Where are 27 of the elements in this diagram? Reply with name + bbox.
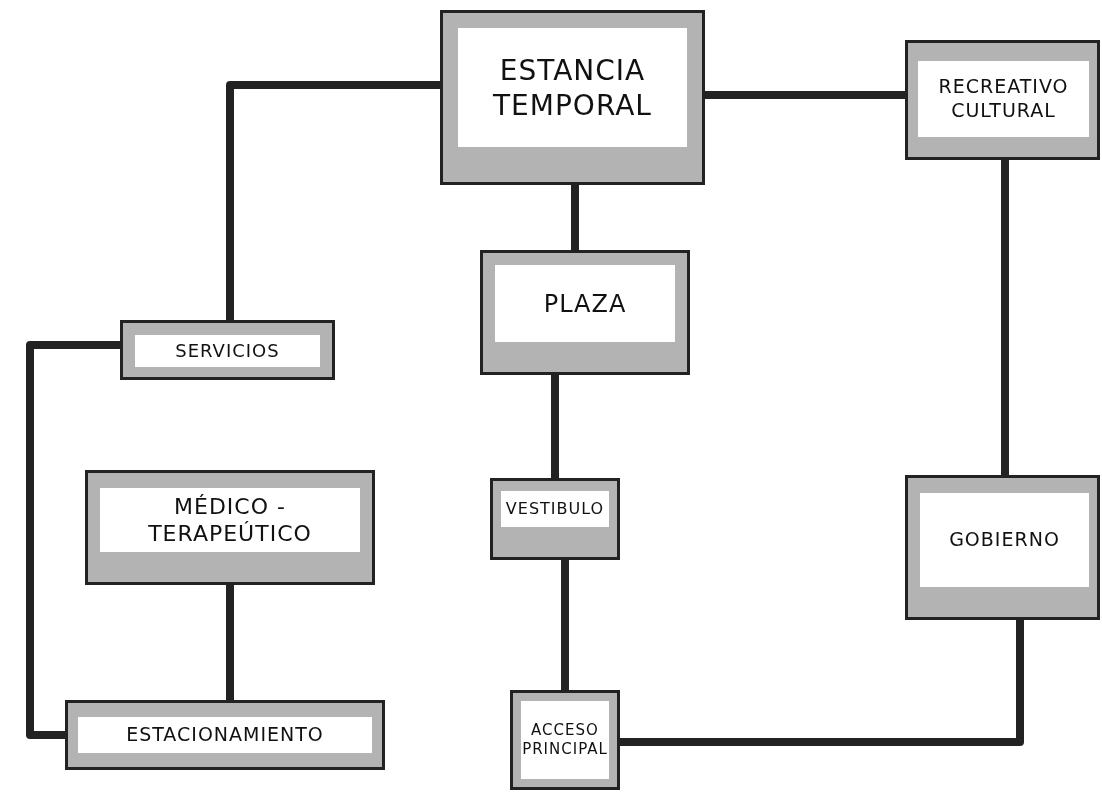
node-box	[490, 478, 620, 560]
connector-line	[1001, 160, 1009, 475]
node-box	[440, 10, 705, 185]
node-label: SERVICIOS	[175, 339, 280, 363]
node-label: ESTANCIA TEMPORAL	[492, 52, 653, 123]
node-label: ESTACIONAMIENTO	[126, 723, 324, 747]
connector-line	[226, 81, 440, 320]
connector-line	[551, 375, 559, 478]
node-box	[905, 475, 1100, 620]
node-box	[85, 470, 375, 585]
connector-line	[571, 185, 579, 250]
node-box	[120, 320, 335, 380]
node-label: RECREATIVO CULTURAL	[937, 75, 1070, 123]
connector-line	[561, 560, 569, 690]
node-label: VESTIBULO	[505, 499, 605, 519]
node-box	[510, 690, 620, 790]
node-label: ACCESO PRINCIPAL	[521, 721, 609, 759]
node-label: GOBIERNO	[949, 528, 1060, 552]
node-label: MÉDICO - TERAPEÚTICO	[147, 492, 313, 548]
connector-line	[26, 341, 120, 739]
node-box	[480, 250, 690, 375]
connector-line	[226, 585, 234, 700]
connector-line	[705, 91, 905, 99]
node-box	[905, 40, 1100, 160]
node-label: PLAZA	[543, 288, 627, 319]
node-box	[65, 700, 385, 770]
connector-line	[620, 620, 1024, 746]
